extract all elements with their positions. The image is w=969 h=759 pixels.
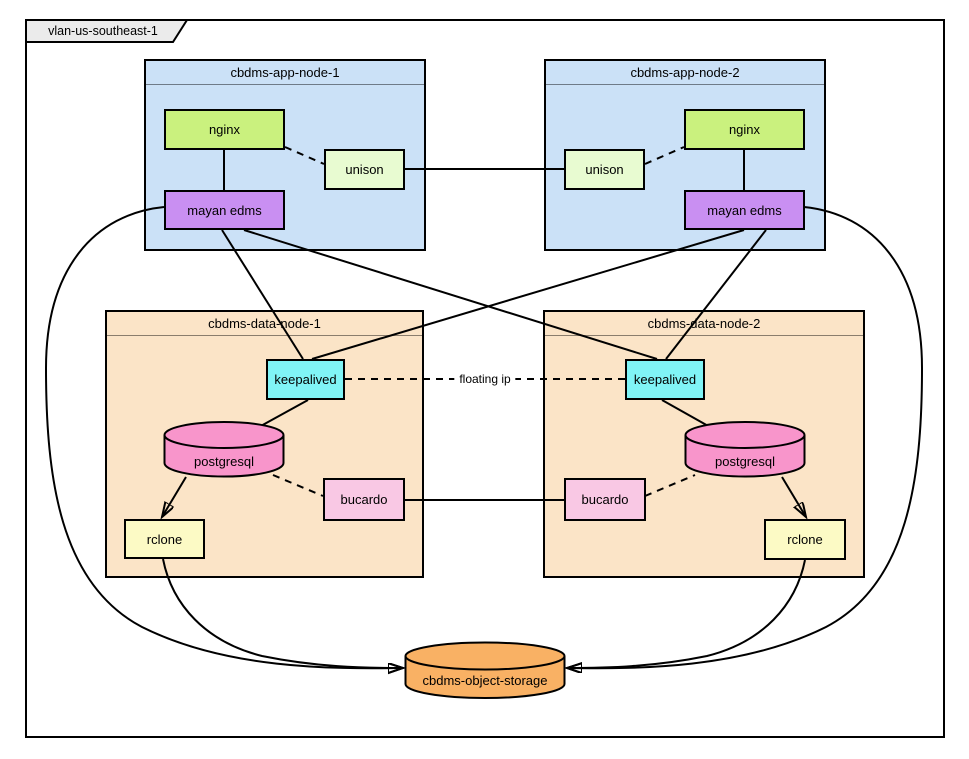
floating-ip-label: floating ip: [454, 372, 516, 386]
node-mayan-edms-2: mayan edms: [684, 190, 805, 230]
vlan-container: [25, 19, 945, 738]
app-node-1-title: cbdms-app-node-1: [146, 61, 424, 85]
node-nginx-1: nginx: [164, 109, 285, 150]
node-keepalived-2: keepalived: [625, 359, 705, 400]
vlan-label: vlan-us-southeast-1: [48, 24, 158, 38]
node-bucardo-2: bucardo: [564, 478, 646, 521]
data-node-1-title: cbdms-data-node-1: [107, 312, 422, 336]
node-unison-2: unison: [564, 149, 645, 190]
node-mayan-edms-1: mayan edms: [164, 190, 285, 230]
app-node-2-title: cbdms-app-node-2: [546, 61, 824, 85]
node-unison-1: unison: [324, 149, 405, 190]
data-node-2-title: cbdms-data-node-2: [545, 312, 863, 336]
node-rclone-2: rclone: [764, 519, 846, 560]
node-rclone-1: rclone: [124, 519, 205, 559]
node-bucardo-1: bucardo: [323, 478, 405, 521]
node-nginx-2: nginx: [684, 109, 805, 150]
vlan-tab-shape: [25, 19, 189, 43]
vlan-tab: [25, 19, 189, 43]
node-keepalived-1: keepalived: [266, 359, 345, 400]
